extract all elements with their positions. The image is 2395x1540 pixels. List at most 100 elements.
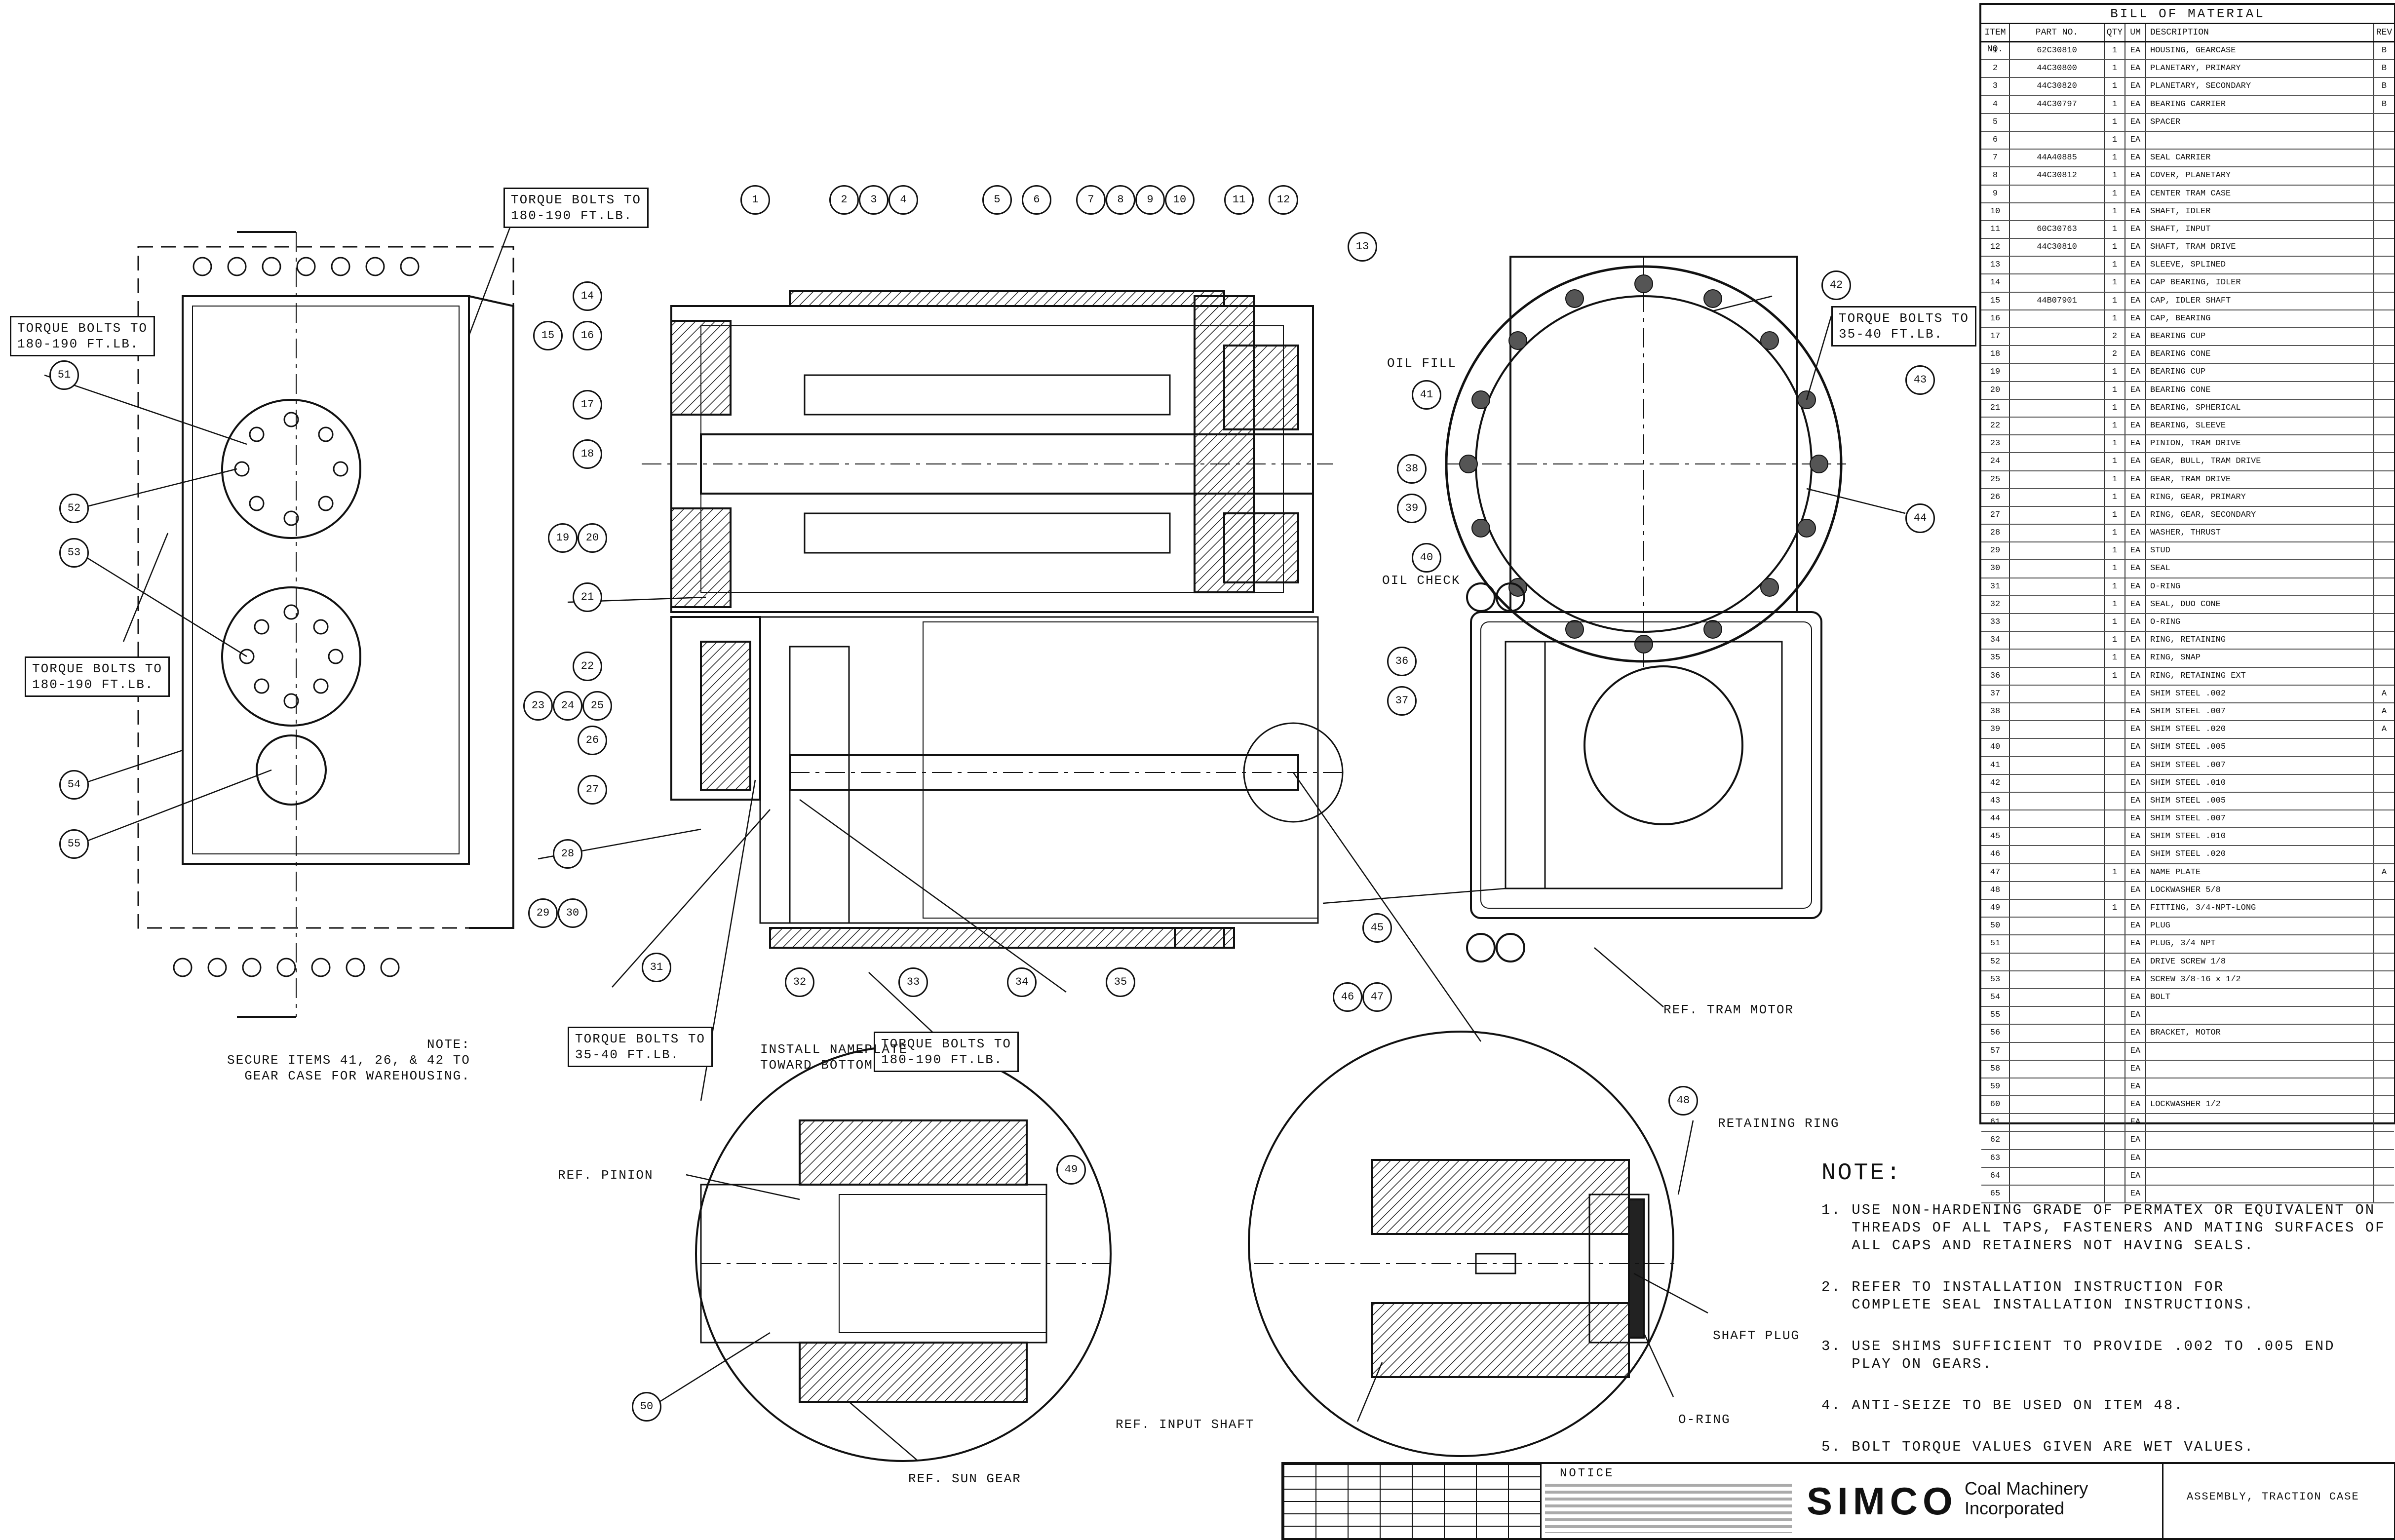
bom-cell-item: 47 — [1981, 864, 2010, 881]
bom-cell-qty — [2105, 828, 2125, 846]
bom-cell-description: RING, SNAP — [2146, 650, 2374, 667]
shaft-plug-label: SHAFT PLUG — [1713, 1328, 1800, 1343]
bom-cell-rev — [2374, 971, 2394, 988]
bom-cell-qty: 1 — [2105, 525, 2125, 542]
bom-cell-unit: EA — [2125, 525, 2146, 542]
bom-cell-unit: EA — [2125, 221, 2146, 238]
bom-cell-item: 38 — [1981, 703, 2010, 721]
bom-cell-qty: 1 — [2105, 60, 2125, 77]
bom-cell-rev — [2374, 1007, 2394, 1024]
bom-cell-part: 44A40885 — [2010, 150, 2105, 167]
bom-cell-rev — [2374, 382, 2394, 399]
bom-cell-part — [2010, 721, 2105, 738]
bom-cell-description: PLANETARY, PRIMARY — [2146, 60, 2374, 77]
bom-cell-rev — [2374, 954, 2394, 970]
bom-cell-qty: 1 — [2105, 150, 2125, 167]
bom-cell-item: 23 — [1981, 435, 2010, 453]
bom-cell-qty — [2105, 1150, 2125, 1167]
bom-cell-description: SEAL, DUO CONE — [2146, 596, 2374, 613]
bom-cell-unit: EA — [2125, 918, 2146, 935]
bom-cell-unit: EA — [2125, 185, 2146, 202]
bom-cell-rev — [2374, 828, 2394, 845]
bom-cell-unit: EA — [2125, 1060, 2146, 1078]
item-callout: 44 — [1905, 503, 1935, 533]
bom-cell-part: 44C30810 — [2010, 239, 2105, 256]
bom-cell-item: 10 — [1981, 203, 2010, 220]
bom-cell-item: 27 — [1981, 506, 2010, 524]
bom-cell-qty: 1 — [2105, 399, 2125, 417]
item-callout: 25 — [582, 691, 612, 721]
bom-cell-qty: 1 — [2105, 185, 2125, 202]
bom-cell-description: LOCKWASHER 1/2 — [2146, 1096, 2374, 1114]
item-callout: 37 — [1387, 686, 1417, 716]
bom-cell-part — [2010, 971, 2105, 988]
bom-cell-rev — [2374, 114, 2394, 131]
item-callout: 3 — [859, 185, 888, 215]
item-callout: 29 — [528, 898, 558, 928]
bom-col-rev: REV — [2376, 28, 2393, 38]
bom-cell-description: SHIM STEEL .002 — [2146, 685, 2374, 702]
item-callout: 9 — [1135, 185, 1165, 215]
item-callout: 46 — [1333, 982, 1362, 1012]
bom-cell-description: SHIM STEEL .007 — [2146, 810, 2374, 828]
bom-cell-part — [2010, 1167, 2105, 1185]
item-callout: 2 — [829, 185, 859, 215]
bom-cell-description: BOLT — [2146, 989, 2374, 1006]
bom-cell-unit: EA — [2125, 560, 2146, 578]
bom-cell-description — [2146, 1114, 2374, 1131]
bom-cell-unit: EA — [2125, 203, 2146, 220]
bom-cell-part — [2010, 774, 2105, 792]
bom-cell-rev — [2374, 346, 2394, 363]
bom-cell-description: SHIM STEEL .010 — [2146, 774, 2374, 792]
bom-cell-qty: 1 — [2105, 453, 2125, 470]
bom-cell-item: 14 — [1981, 274, 2010, 292]
bom-cell-unit: EA — [2125, 292, 2146, 309]
bom-cell-description: SHIM STEEL .007 — [2146, 757, 2374, 774]
bom-cell-description: SHIM STEEL .007 — [2146, 703, 2374, 721]
bom-cell-part — [2010, 828, 2105, 846]
bom-cell-part — [2010, 382, 2105, 399]
bom-cell-qty — [2105, 739, 2125, 756]
bom-cell-part — [2010, 525, 2105, 542]
bom-cell-part — [2010, 1150, 2105, 1167]
bom-cell-description: BEARING, SLEEVE — [2146, 417, 2374, 435]
bom-cell-qty: 1 — [2105, 257, 2125, 274]
bom-cell-part — [2010, 846, 2105, 863]
bom-cell-part — [2010, 131, 2105, 149]
bom-cell-description: BRACKET, MOTOR — [2146, 1025, 2374, 1042]
bom-cell-unit: EA — [2125, 774, 2146, 792]
bom-cell-description: FITTING, 3/4-NPT-LONG — [2146, 900, 2374, 917]
bom-cell-item: 48 — [1981, 882, 2010, 899]
bom-cell-unit: EA — [2125, 632, 2146, 649]
bom-cell-unit: EA — [2125, 1096, 2146, 1114]
bom-cell-item: 4 — [1981, 96, 2010, 113]
bom-cell-unit: EA — [2125, 364, 2146, 381]
bom-cell-description — [2146, 1060, 2374, 1078]
bom-cell-qty: 1 — [2105, 417, 2125, 435]
bom-cell-qty — [2105, 810, 2125, 828]
bom-cell-unit: EA — [2125, 1114, 2146, 1131]
torque-note-right: TORQUE BOLTS TO 35-40 FT.LB. — [1831, 306, 1977, 346]
detail-view-pinion — [695, 1045, 1112, 1462]
bom-cell-part — [2010, 792, 2105, 810]
bom-cell-rev — [2374, 810, 2394, 827]
bom-cell-rev — [2374, 150, 2394, 166]
bom-cell-unit: EA — [2125, 721, 2146, 738]
bom-cell-description — [2146, 1167, 2374, 1185]
